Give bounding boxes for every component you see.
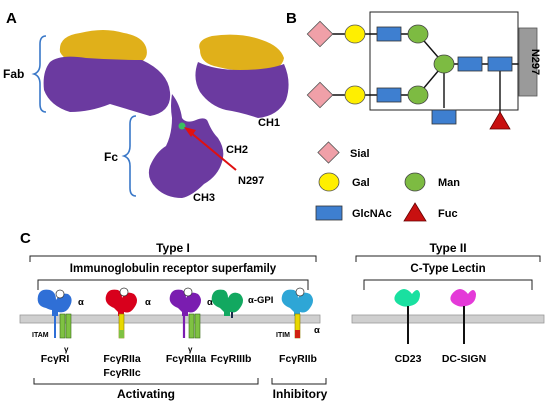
itam-label: ITAM [32, 332, 49, 339]
receptor-fcgriia: α FcγRIIa FcγRIIc [103, 287, 151, 379]
fcgriiia-alpha: α [207, 297, 213, 308]
glcnac-core-1 [457, 56, 483, 72]
cd23-label: CD23 [395, 353, 422, 365]
n297-label-b: N297 [529, 49, 541, 75]
receptor-fcgriiib: α-GPI FcγRIIIb [211, 289, 273, 365]
panel-b-label: B [286, 10, 297, 27]
fcgri-alpha: α [78, 297, 84, 308]
fcgriiib-agpi: α-GPI [248, 295, 273, 306]
fc-bracket [121, 115, 137, 197]
n297-attachment-bar [518, 27, 538, 97]
legend-fuc-label: Fuc [438, 208, 458, 220]
glycan-legend: Sial Gal Man GlcNAc Fuc [315, 141, 460, 222]
fab-bracket [31, 35, 47, 113]
fcgriia-label: FcγRIIa [103, 353, 141, 365]
fcgriiia-label: FcγRIIIa [166, 353, 206, 365]
dcsign-label: DC-SIGN [442, 353, 486, 365]
type2-subtitle: C-Type Lectin [410, 263, 485, 275]
type1-title: Type I [156, 241, 190, 255]
receptor-cd23: CD23 [394, 289, 422, 365]
type1-bracket [29, 255, 317, 262]
fcgri-gamma: γ [64, 345, 69, 354]
fab-right-domain [195, 34, 289, 118]
legend-fuc-swatch [403, 202, 427, 222]
panel-c: C Type I Immunoglobulin receptor superfa… [19, 230, 545, 401]
fcgriic-label: FcγRIIc [103, 367, 141, 379]
galactose-lower [344, 85, 366, 105]
lectin-bracket [363, 279, 533, 290]
fucose-core [489, 111, 511, 130]
sialic-acid-upper [306, 20, 334, 48]
n297-arrow [189, 131, 237, 171]
legend-gal-swatch [318, 172, 340, 192]
legend-gal-label: Gal [352, 177, 370, 189]
panel-b: B N297 [286, 10, 541, 222]
inhibitory-bracket [271, 378, 327, 385]
legend-sial-swatch [317, 141, 340, 164]
legend-glcnac-label: GlcNAc [352, 208, 392, 220]
receptor-fcgriib: α ITIM FcγRIIb [276, 287, 320, 365]
superfamily-bracket [37, 279, 309, 290]
receptor-fcgriiia: α γ FcγRIIIa [166, 287, 213, 365]
itim-label: ITIM [276, 332, 290, 339]
inhibitory-label: Inhibitory [273, 387, 328, 401]
legend-man-swatch [404, 172, 426, 192]
n297-label-a: N297 [238, 175, 264, 187]
type1-subtitle: Immunoglobulin receptor superfamily [70, 263, 277, 275]
receptor-dcsign: DC-SIGN [442, 289, 486, 365]
fab-left-domain [43, 30, 171, 116]
panel-a: A Fab Fc CH1 CH2 CH3 N297 [3, 10, 289, 204]
fcgriib-label: FcγRIIb [279, 353, 317, 365]
activating-label: Activating [117, 387, 175, 401]
ch1-label: CH1 [258, 117, 280, 129]
fc-label: Fc [104, 150, 118, 164]
fcgriia-alpha: α [145, 297, 151, 308]
ch3-label: CH3 [193, 192, 215, 204]
fab-label: Fab [3, 67, 24, 81]
activating-bracket [33, 378, 259, 385]
n297-arrowhead [184, 127, 196, 137]
panel-a-label: A [6, 10, 17, 27]
receptor-fcgri: α γ ITAM FcγRI [32, 289, 84, 365]
ch2-label: CH2 [226, 144, 248, 156]
glycan-bonds [320, 33, 519, 122]
glcnac-upper [376, 26, 402, 42]
mannose-upper [407, 24, 429, 44]
fcgriiib-label: FcγRIIIb [211, 353, 252, 365]
galactose-upper [344, 24, 366, 44]
mannose-lower [407, 85, 429, 105]
panel-c-label: C [20, 230, 31, 247]
legend-sial-label: Sial [350, 148, 370, 160]
mannose-core [433, 54, 455, 74]
membrane-type2 [351, 314, 545, 324]
glcnac-lower [376, 87, 402, 103]
fcgriib-alpha: α [314, 325, 320, 336]
fcgri-label: FcγRI [41, 353, 70, 365]
fcgriiia-gamma: γ [188, 345, 193, 354]
sialic-acid-lower [306, 81, 334, 109]
type2-bracket [355, 255, 541, 262]
glcnac-core-2 [487, 56, 513, 72]
type2-title: Type II [429, 241, 466, 255]
legend-man-label: Man [438, 177, 460, 189]
membrane-type1 [19, 314, 321, 324]
legend-glcnac-swatch [315, 205, 343, 221]
glcnac-bisecting [431, 109, 457, 125]
fc-domain [148, 94, 224, 198]
